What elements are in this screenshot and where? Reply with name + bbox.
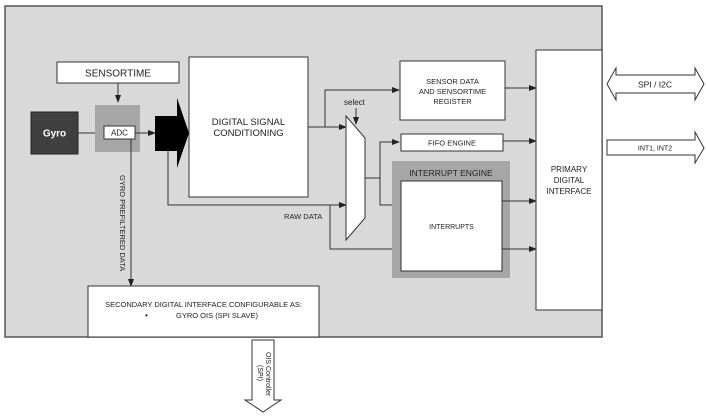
primary-interface-line2: DIGITAL <box>554 176 585 185</box>
spi-i2c-label: SPI / I2C <box>638 80 672 90</box>
data-bus-arrow <box>155 98 189 168</box>
sensor-register-block <box>399 60 506 121</box>
gyro-prefiltered-label: GYRO PREFILTERED DATA <box>118 175 127 271</box>
secondary-interface-bullet: • <box>145 311 148 320</box>
interrupt-pins-label: INT1, INT2 <box>638 146 672 153</box>
fifo-label: FIFO ENGINE <box>428 139 476 148</box>
primary-interface-line1: PRIMARY <box>551 165 588 174</box>
interrupts-label: INTERRUPTS <box>429 224 474 231</box>
select-label: select <box>344 98 366 107</box>
interrupt-engine-label: INTERRUPT ENGINE <box>409 168 493 178</box>
dsc-label-line1: DIGITAL SIGNAL <box>212 117 285 128</box>
raw-data-label: RAW DATA <box>284 212 322 221</box>
multiplexer <box>345 114 366 242</box>
raw-data-line <box>167 151 347 208</box>
dsc-block <box>188 56 309 198</box>
ois-controller-line2: (SPI) <box>256 365 263 381</box>
secondary-interface-line2: GYRO OIS (SPI SLAVE) <box>176 311 258 320</box>
sensortime-label: SENSORTIME <box>85 69 151 80</box>
ois-controller-arrow <box>243 339 283 413</box>
dsc-to-sensor-reg-line <box>324 87 400 127</box>
sensor-register-line1: SENSOR DATA <box>426 77 479 86</box>
fifo-block <box>400 133 504 152</box>
secondary-interface-line1: SECONDARY DIGITAL INTERFACE CONFIGURABLE… <box>105 300 302 309</box>
sensor-register-line3: REGISTER <box>433 97 472 106</box>
adc-label: ADC <box>111 129 128 138</box>
dsc-label-line2: CONDITIONING <box>213 128 283 139</box>
gyro-label: Gyro <box>43 129 66 140</box>
primary-interface-line3: INTERFACE <box>547 187 592 196</box>
interrupts-block <box>400 180 503 272</box>
primary-interface-block <box>535 49 603 311</box>
mux-to-interrupts-line <box>365 177 402 208</box>
interrupt-pins-arrow <box>606 130 705 165</box>
gyro-block <box>30 111 79 155</box>
sensor-register-line2: AND SENSORTIME <box>419 87 486 96</box>
spi-i2c-bidirectional-arrow <box>606 66 705 102</box>
ois-controller-line1: OIS Controller <box>264 352 271 397</box>
raw-data-to-interrupts-line <box>329 205 402 252</box>
secondary-interface-block <box>87 285 320 338</box>
